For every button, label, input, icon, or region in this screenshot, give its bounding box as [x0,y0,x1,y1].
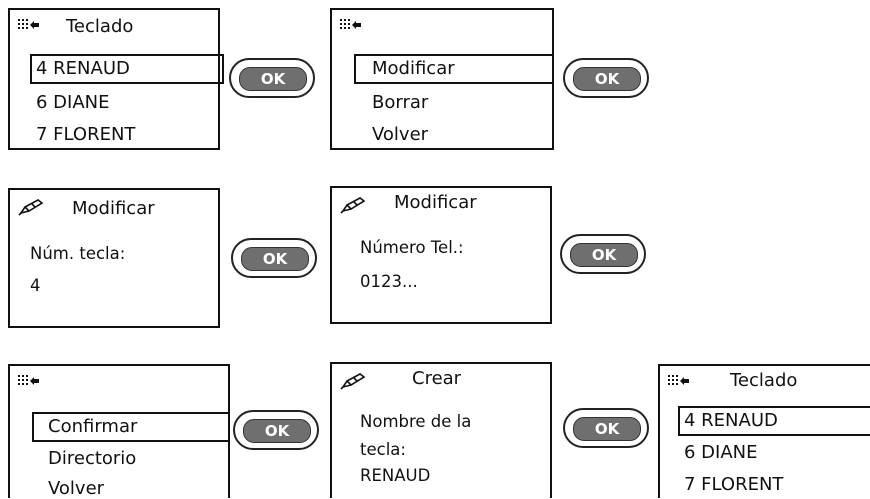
pencil-edit-icon [340,197,366,214]
menu-item-florent[interactable]: 7 FLORENT [684,474,784,495]
screen-title: Modificar [72,198,155,219]
ok-button[interactable]: OK [233,410,319,450]
key-name-label: Nombre de la [360,412,472,431]
key-number-value: 4 [30,276,41,295]
screen-modificar-number: Modificar Número Tel.: 0123... [330,186,552,324]
menu-item-renaud[interactable]: 4 RENAUD [36,58,130,79]
screen-title: Teclado [730,370,798,391]
ok-button[interactable]: OK [563,408,649,448]
menu-item-directorio[interactable]: Directorio [48,448,137,469]
keypad-icon [18,375,39,385]
pencil-edit-icon [340,373,366,390]
menu-item-diane[interactable]: 6 DIANE [684,442,758,463]
screen-modificar-key: Modificar Núm. tecla: 4 [8,188,220,328]
menu-item-diane[interactable]: 6 DIANE [36,92,110,113]
screen-teclado-list-result: Teclado 4 RENAUD 6 DIANE 7 FLORENT [658,364,870,498]
menu-item-renaud[interactable]: 4 RENAUD [684,410,778,431]
screen-title: Teclado [66,16,134,37]
phone-number-value: 0123... [360,272,418,291]
menu-item-confirmar[interactable]: Confirmar [48,416,138,437]
screen-title: Crear [412,368,462,389]
menu-item-volver[interactable]: Volver [48,478,105,499]
selection-highlight [32,412,230,442]
ok-button[interactable]: OK [563,58,649,98]
pencil-edit-icon [18,199,44,216]
screen-crear: Crear Nombre de la tecla: RENAUD [330,362,552,498]
ok-button[interactable]: OK [229,58,315,98]
menu-item-volver[interactable]: Volver [372,124,429,145]
keypad-icon [18,19,39,29]
phone-number-label: Número Tel.: [360,238,464,257]
screen-title: Modificar [394,192,477,213]
keypad-icon [668,375,689,385]
menu-item-borrar[interactable]: Borrar [372,92,429,113]
menu-item-modificar[interactable]: Modificar [372,58,455,79]
selection-highlight [30,54,224,84]
screen-options-menu: Modificar Borrar Volver [330,8,554,150]
screen-confirm-menu: Confirmar Directorio Volver [8,364,230,499]
ok-button[interactable]: OK [560,234,646,274]
key-number-label: Núm. tecla: [30,244,126,263]
selection-highlight [678,406,870,436]
key-name-value: RENAUD [360,466,431,485]
key-name-label-cont: tecla: [360,440,406,459]
keypad-icon [340,19,361,29]
screen-teclado-list: Teclado 4 RENAUD 6 DIANE 7 FLORENT [8,8,224,150]
ok-button[interactable]: OK [231,238,317,278]
selection-highlight [354,54,554,84]
menu-item-florent[interactable]: 7 FLORENT [36,124,136,145]
